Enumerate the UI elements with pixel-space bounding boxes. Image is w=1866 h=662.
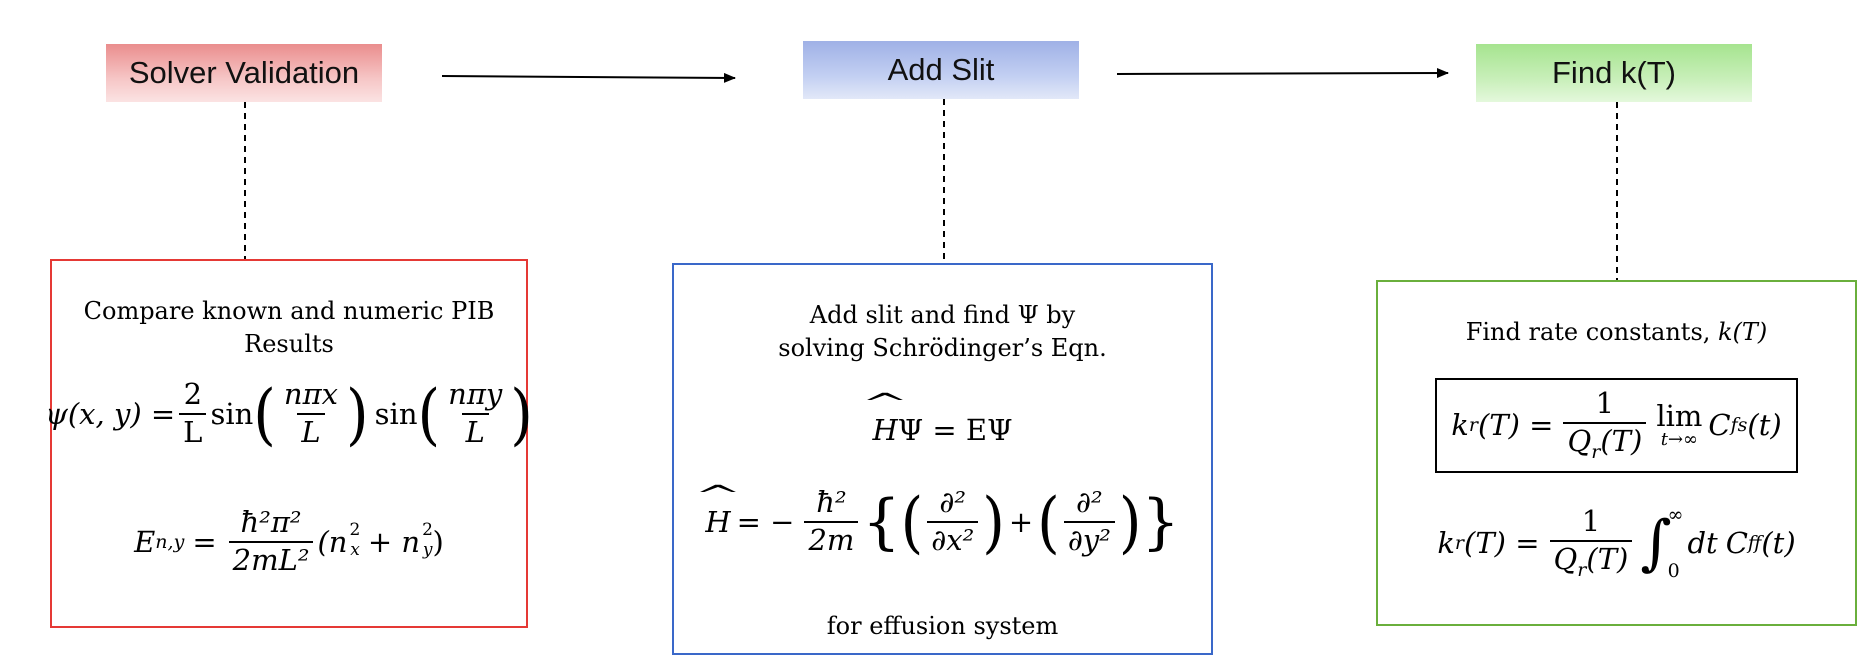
dy-frac: ∂² ∂y² — [1063, 485, 1115, 557]
q2-sub: r — [1577, 558, 1587, 581]
hbar-den: 2m — [804, 520, 859, 557]
energy-lhs: E — [134, 524, 156, 559]
q-arg: (T) — [1600, 423, 1643, 458]
sin1-frac: nπx L — [280, 377, 342, 449]
q2-symbol: Q — [1553, 541, 1578, 576]
equation-wavefunction: ψ(x, y) = 2 L sin ( nπx L ) sin ( nπy L … — [45, 374, 533, 453]
corr-arg: (t) — [1747, 408, 1782, 443]
sin-2: sin — [374, 396, 418, 431]
box-add-slit: Add slit and find Ψ by solving Schröding… — [672, 263, 1213, 655]
coef-num: 2 — [183, 377, 203, 411]
frac1-den: L — [297, 412, 325, 449]
hamiltonian-equals: = − — [736, 504, 795, 539]
frac2-num: nπy — [448, 377, 503, 411]
box1-description: Compare known and numeric PIB Results — [52, 295, 526, 361]
energy-plus: + n — [367, 524, 421, 559]
coef-den: L — [179, 412, 207, 449]
equation-hamiltonian: H = − ħ² 2m { ( ∂² ∂x² ) + ( ∂² ∂y² ) } — [674, 485, 1211, 557]
energy-num: ħ²π² — [240, 505, 302, 539]
limit-operator: lim t→∞ — [1656, 398, 1703, 450]
rate-lhs-sub: r — [1468, 414, 1478, 437]
ny-sup: 2 — [422, 519, 433, 540]
energy-den: 2mL² — [228, 540, 314, 577]
rate-lhs: k — [1451, 408, 1469, 443]
corr2-symbol: C — [1725, 526, 1748, 560]
stage-header-add-slit: Add Slit — [803, 41, 1079, 99]
hbar-frac: ħ² 2m — [804, 485, 859, 557]
stage-header-solver-validation: Solver Validation — [106, 44, 382, 102]
box2-desc-line2: solving Schrödinger’s Eqn. — [778, 334, 1107, 362]
arrow-2-to-3 — [1116, 68, 1449, 79]
integral-operator: ∫ ∞ 0 — [1640, 504, 1684, 582]
dx-frac: ∂² ∂x² — [927, 485, 979, 557]
hamiltonian-plus: + — [1008, 504, 1034, 539]
rate2-num: 1 — [1581, 503, 1601, 538]
rate2-lhs: k — [1437, 526, 1455, 560]
psi-lhs: ψ(x, y) = — [45, 396, 176, 431]
q2-arg: (T) — [1586, 541, 1629, 576]
energy-lhs-sub: n,y — [155, 530, 185, 553]
hamiltonian-hat: H — [872, 413, 897, 447]
rate2-lhs-arg: (T) = — [1464, 526, 1540, 560]
nx-sub: x — [350, 539, 360, 560]
box2-footer: for effusion system — [826, 612, 1059, 640]
arrow-1-to-2 — [441, 72, 736, 83]
nx-sup: 2 — [349, 519, 361, 540]
lim-sub: t→∞ — [1660, 428, 1699, 450]
box2-desc-line1: Add slit and find Ψ by — [809, 301, 1076, 329]
stage-header-find-k: Find k(T) — [1476, 44, 1752, 102]
dy-den: ∂y² — [1063, 520, 1115, 557]
dt: dt — [1687, 526, 1718, 560]
ny-sub: y — [422, 539, 433, 560]
hbar-num: ħ² — [816, 485, 847, 519]
stage-title: Add Slit — [887, 52, 995, 87]
schrodinger-rhs: Ψ = EΨ — [897, 413, 1013, 447]
box1-desc-line2: Results — [244, 330, 334, 358]
rate-lhs-arg: (T) = — [1477, 408, 1554, 443]
rate2-frac: 1 Qr(T) — [1549, 503, 1633, 581]
energy-frac: ħ²π² 2mL² — [228, 505, 314, 577]
int-lower: 0 — [1667, 560, 1680, 582]
corr-sub: fs — [1730, 414, 1748, 437]
sin2-frac: nπy L — [444, 377, 506, 449]
box3-description: Find rate constants, k(T) — [1378, 316, 1855, 349]
stage-title: Find k(T) — [1552, 55, 1676, 90]
box2-description: Add slit and find Ψ by solving Schröding… — [674, 299, 1211, 365]
energy-close: ) — [432, 524, 444, 559]
corr2-arg: (t) — [1761, 526, 1796, 560]
coef-frac: 2 L — [179, 377, 207, 449]
box-solver-validation: Compare known and numeric PIB Results ψ(… — [45, 259, 533, 628]
dx-den: ∂x² — [927, 520, 979, 557]
q-symbol: Q — [1567, 423, 1592, 458]
q-sub: r — [1591, 440, 1601, 463]
corr2-sub: ff — [1747, 532, 1762, 554]
rate-num: 1 — [1595, 386, 1615, 420]
frac2-den: L — [461, 412, 489, 449]
stage-title: Solver Validation — [128, 55, 360, 90]
rate2-den: Qr(T) — [1549, 539, 1633, 581]
box3-desc-italic: k(T) — [1718, 318, 1768, 346]
box3-desc-prefix: Find rate constants, — [1465, 318, 1719, 346]
hamiltonian-hat: H — [705, 505, 730, 539]
int-upper: ∞ — [1667, 504, 1684, 526]
box1-desc-line1: Compare known and numeric PIB — [83, 297, 495, 325]
equation-schrodinger: H Ψ = EΨ — [674, 413, 1211, 447]
dy-num: ∂² — [1076, 485, 1103, 519]
frac1-num: nπx — [283, 377, 339, 411]
rate2-lhs-sub: r — [1454, 532, 1465, 554]
sin-1: sin — [210, 396, 254, 431]
dx-num: ∂² — [939, 485, 967, 519]
corr-symbol: C — [1708, 408, 1731, 443]
rate-frac: 1 Qr(T) — [1563, 386, 1647, 463]
rate-den: Qr(T) — [1563, 421, 1647, 463]
lim-word: lim — [1656, 398, 1703, 433]
energy-rhs: (n — [317, 524, 348, 559]
